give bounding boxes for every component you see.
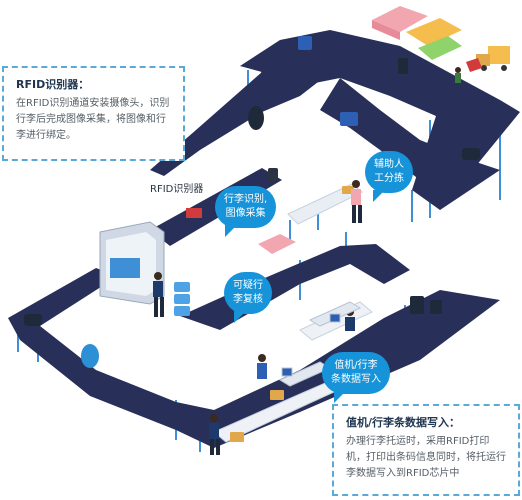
review-bubble-line2: 李复核 bbox=[233, 294, 263, 305]
staff-figures bbox=[153, 67, 461, 455]
manual-sorting-bubble: 辅助人 工分拣 bbox=[365, 151, 413, 202]
upper-conveyor-outer bbox=[320, 78, 500, 210]
rfid-info-body: 在RFID识别通道安装摄像头，识别行李后完成图像采集，将图像和行李进行绑定。 bbox=[16, 98, 170, 141]
check-in-info-body: 办理行李托运时，采用RFID打印机，打印出条码信息同时，将托运行李数据写入到RF… bbox=[346, 436, 506, 479]
upper-conveyor-branch bbox=[150, 62, 318, 176]
identify-capture-bubble: 行李识别, 图像采集 bbox=[215, 186, 277, 237]
bin-stack bbox=[174, 282, 190, 316]
identify-bubble-line1: 行李识别, bbox=[224, 194, 268, 205]
lower-conveyor bbox=[8, 268, 500, 448]
rfid-info-title: RFID识别器： bbox=[16, 78, 90, 91]
data-write-bubble: 值机/行李 条数据写入 bbox=[322, 352, 390, 403]
write-bubble-line1: 值机/行李 bbox=[334, 360, 378, 371]
suspicious-review-bubble: 可疑行 李复核 bbox=[224, 272, 272, 323]
cargo-pallets bbox=[258, 6, 462, 254]
cargo-truck bbox=[466, 46, 510, 72]
rfid-reader-label: RFID识别器 bbox=[150, 184, 204, 195]
identify-bubble-line2: 图像采集 bbox=[225, 208, 266, 219]
luggage-items bbox=[24, 36, 480, 442]
check-in-info-title: 值机/行李条数据写入： bbox=[346, 416, 461, 429]
sort-bubble-line2: 工分拣 bbox=[374, 173, 404, 184]
rfid-reader-device bbox=[186, 208, 202, 218]
sort-bubble-line1: 辅助人 bbox=[374, 159, 404, 170]
rfid-reader-info-box: RFID识别器： 在RFID识别通道安装摄像头，识别行李后完成图像采集，将图像和… bbox=[2, 66, 185, 161]
check-in-info-box: 值机/行李条数据写入： 办理行李托运时，采用RFID打印机，打印出条码信息同时，… bbox=[332, 404, 520, 496]
write-bubble-line2: 条数据写入 bbox=[331, 374, 381, 385]
rfid-tunnel bbox=[99, 221, 165, 305]
review-bubble-line1: 可疑行 bbox=[233, 280, 263, 291]
middle-conveyor bbox=[180, 244, 410, 330]
